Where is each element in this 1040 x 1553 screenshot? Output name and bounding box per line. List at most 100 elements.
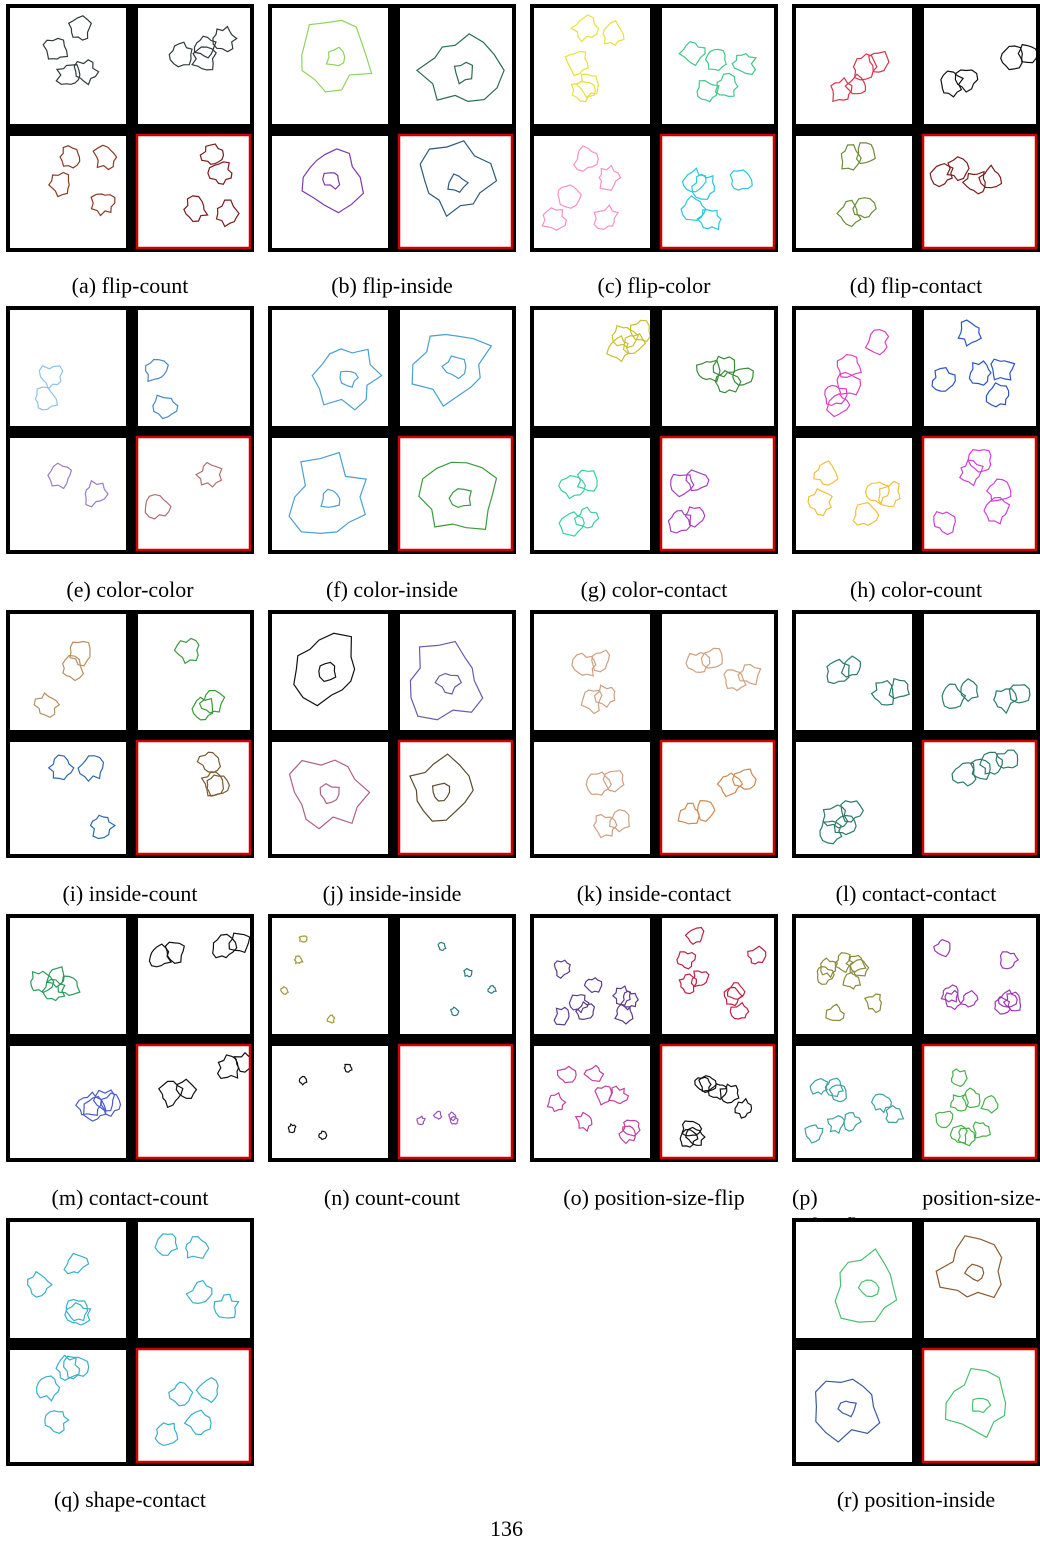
shape-outline [418, 461, 498, 531]
shape-outline [696, 79, 720, 103]
panel-p [792, 914, 1040, 1162]
answer-frame-highlight [659, 133, 776, 250]
panel-n [268, 914, 516, 1162]
inner-shape-outline [325, 46, 346, 67]
shape-outline [678, 973, 698, 995]
shape-outline [47, 754, 75, 781]
quadrant-2 [920, 918, 1036, 1034]
shape-outline [293, 955, 304, 965]
quadrant-frame [272, 918, 388, 1034]
caption-i: (i) inside-count [62, 881, 198, 906]
shape-outline [419, 140, 498, 218]
caption-q: (q) shape-contact [53, 1487, 207, 1512]
answer-frame [919, 433, 1037, 551]
grid-separator [268, 124, 516, 136]
quadrant-frame [272, 8, 388, 124]
contact-shape-outline [629, 319, 651, 343]
shape-outline [825, 1003, 845, 1022]
shape-outline [813, 460, 839, 486]
answer-frame-highlight [921, 1347, 1038, 1464]
quadrant-2 [658, 918, 774, 1034]
contact-shape-outline [591, 649, 611, 673]
quadrant-1 [272, 918, 388, 1034]
answer-frame [395, 1041, 513, 1159]
shape-outline [212, 25, 238, 53]
answer-frame-highlight [659, 435, 776, 552]
shape-outline [807, 487, 834, 517]
shape-outline [89, 814, 117, 840]
shape-outline [570, 80, 596, 103]
contact-shape-outline [574, 506, 600, 529]
shape-outline [961, 1087, 981, 1109]
panel-c-svg [530, 4, 778, 252]
quadrant-3 [534, 738, 650, 854]
contact-shape-outline [844, 73, 866, 95]
shape-outline [55, 1354, 81, 1381]
shape-outline [826, 658, 850, 685]
quadrant-frame [134, 8, 250, 124]
shape-outline [154, 1233, 179, 1256]
shape-outline [200, 771, 225, 797]
quadrant-4 [395, 433, 513, 551]
inner-shape-outline [431, 782, 451, 802]
shape-outline [33, 692, 61, 718]
shape-outline [816, 965, 835, 985]
shape-outline [573, 145, 599, 172]
shape-outline [670, 473, 695, 498]
panel-r [792, 1218, 1040, 1466]
quadrant-frame [534, 132, 650, 248]
shape-outline [678, 41, 706, 67]
answer-frame [657, 131, 775, 249]
quadrant-2 [920, 614, 1036, 730]
quadrant-3 [10, 132, 126, 248]
quadrant-frame [534, 1042, 650, 1158]
caption-f: (f) color-inside [325, 577, 459, 602]
answer-frame [133, 433, 251, 551]
panel-c [530, 4, 778, 252]
quadrant-3 [534, 132, 650, 248]
shape-outline [931, 367, 956, 392]
shape-outline [215, 199, 240, 228]
shape-outline [614, 1003, 634, 1025]
caption-b: (b) flip-inside [331, 273, 453, 298]
caption-n: (n) count-count [323, 1185, 461, 1210]
inner-shape-outline [453, 61, 474, 85]
shape-outline [933, 510, 957, 536]
panel-e [6, 306, 254, 554]
shape-outline [541, 207, 567, 231]
shape-outline [685, 1126, 706, 1146]
answer-frame-highlight [135, 739, 252, 856]
quadrant-frame [796, 1346, 912, 1462]
panel-b [268, 4, 516, 252]
quadrant-4 [133, 737, 251, 855]
contact-shape-outline [602, 770, 625, 793]
grid-separator [792, 730, 1040, 742]
shape-outline [311, 348, 383, 411]
grid-separator [530, 730, 778, 742]
shape-outline [580, 689, 603, 715]
quadrant-3 [796, 1042, 912, 1158]
quadrant-frame [272, 310, 388, 426]
shape-outline [967, 449, 992, 473]
caption-g: (g) color-contact [580, 577, 728, 602]
answer-frame-highlight [135, 133, 252, 250]
contact-shape-outline [731, 768, 757, 790]
shape-outline [213, 1293, 240, 1319]
caption-a: (a) flip-count [71, 273, 189, 298]
shape-outline [877, 480, 901, 507]
shape-outline [681, 167, 707, 193]
grid-separator [792, 1338, 1040, 1350]
quadrant-3 [534, 434, 650, 550]
grid-separator [6, 1034, 254, 1046]
panel-d [792, 4, 1040, 252]
shape-outline [950, 1068, 968, 1087]
quadrant-frame [134, 614, 250, 730]
shape-outline [959, 459, 984, 487]
quadrant-4 [133, 433, 251, 551]
quadrant-frame [796, 614, 912, 730]
shape-outline [84, 479, 109, 508]
shape-outline [75, 1091, 102, 1116]
shape-outline [48, 171, 70, 198]
quadrant-4 [657, 131, 775, 249]
contact-shape-outline [855, 142, 876, 165]
